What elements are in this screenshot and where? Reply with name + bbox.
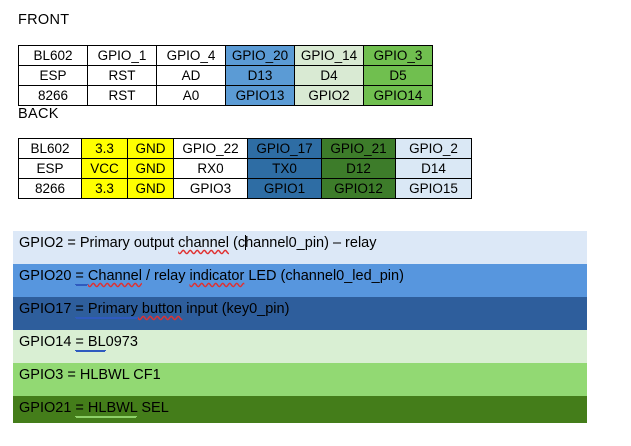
table-cell: BL602 — [18, 45, 88, 66]
table-cell: BL602 — [18, 138, 82, 159]
note-row-gpio17[interactable]: GPIO17 = Primary button input (key0_pin) — [13, 297, 587, 330]
spellcheck-underline: Channel — [87, 268, 142, 284]
table-cell: RX0 — [173, 158, 248, 179]
table-cell: GPIO_4 — [156, 45, 226, 66]
text-caret — [244, 235, 246, 250]
grammar-underline: = — [75, 268, 88, 285]
table-cell: D4 — [294, 65, 364, 86]
table-cell: ESP — [18, 65, 88, 86]
table-cell: GPIO2 — [294, 85, 364, 106]
note-text: GPIO14 — [19, 334, 76, 350]
table-cell: GND — [127, 138, 174, 159]
table-cell: D5 — [363, 65, 433, 86]
table-cell: D12 — [321, 158, 396, 179]
table-cell: GPIO3 — [173, 178, 248, 199]
table-cell: 8266 — [18, 85, 88, 106]
note-text: GPIO3 = HLBWL CF1 — [19, 367, 161, 383]
spellcheck-underline: button — [137, 301, 183, 317]
note-row-gpio20[interactable]: GPIO20 = Channel / relay indicator LED (… — [13, 264, 587, 297]
table-cell: GND — [127, 178, 174, 199]
gpio-notes-list: GPIO2 = Primary output channel (channel0… — [13, 231, 587, 423]
note-text: / relay — [141, 268, 190, 284]
note-row-gpio2[interactable]: GPIO2 = Primary output channel (channel0… — [13, 231, 587, 264]
note-text: 0973 — [105, 334, 138, 350]
note-text: GPIO2 = Primary output — [19, 235, 179, 251]
front-section-label: FRONT — [18, 12, 70, 28]
note-row-gpio3[interactable]: GPIO3 = HLBWL CF1 — [13, 363, 587, 396]
table-cell: GND — [127, 158, 174, 179]
table-cell: D13 — [225, 65, 295, 86]
table-cell: GPIO_21 — [321, 138, 396, 159]
back-section-label: BACK — [18, 106, 59, 122]
spellcheck-underline: channel — [178, 235, 229, 251]
table-cell: RST — [87, 65, 157, 86]
table-cell: 3.3 — [81, 178, 128, 199]
table-cell: GPIO_3 — [363, 45, 433, 66]
note-text: hannel0_pin) – relay — [245, 235, 377, 251]
table-cell: GPIO14 — [363, 85, 433, 106]
grammar-underline: = HLBWL — [75, 400, 138, 417]
grammar-underline: = BL — [75, 334, 106, 351]
table-cell: D14 — [395, 158, 472, 179]
note-text: GPIO21 — [19, 400, 76, 416]
note-text: SEL — [137, 400, 169, 416]
table-cell: AD — [156, 65, 226, 86]
table-cell: GPIO_1 — [87, 45, 157, 66]
note-text: GPIO20 — [19, 268, 76, 284]
table-cell: GPIO13 — [225, 85, 295, 106]
note-text: (c — [228, 235, 246, 251]
note-text: GPIO17 — [19, 301, 76, 317]
table-cell: GPIO_22 — [173, 138, 248, 159]
table-cell: 3.3 — [81, 138, 128, 159]
note-text: input (key0_pin) — [182, 301, 290, 317]
note-row-gpio14[interactable]: GPIO14 = BL0973 — [13, 330, 587, 363]
spellcheck-underline: indicator — [189, 268, 245, 284]
table-cell: 8266 — [18, 178, 82, 199]
table-cell: RST — [87, 85, 157, 106]
note-text: LED (channel0_led_pin) — [244, 268, 404, 284]
table-cell: GPIO_20 — [225, 45, 295, 66]
table-cell: GPIO_17 — [247, 138, 322, 159]
note-row-gpio21[interactable]: GPIO21 = HLBWL SEL — [13, 396, 587, 423]
table-cell: A0 — [156, 85, 226, 106]
table-cell: GPIO_14 — [294, 45, 364, 66]
table-cell: VCC — [81, 158, 128, 179]
table-cell: GPIO15 — [395, 178, 472, 199]
grammar-underline: = Primary — [75, 301, 138, 318]
table-cell: GPIO_2 — [395, 138, 472, 159]
table-cell: ESP — [18, 158, 82, 179]
table-cell: TX0 — [247, 158, 322, 179]
table-cell: GPIO12 — [321, 178, 396, 199]
table-cell: GPIO1 — [247, 178, 322, 199]
